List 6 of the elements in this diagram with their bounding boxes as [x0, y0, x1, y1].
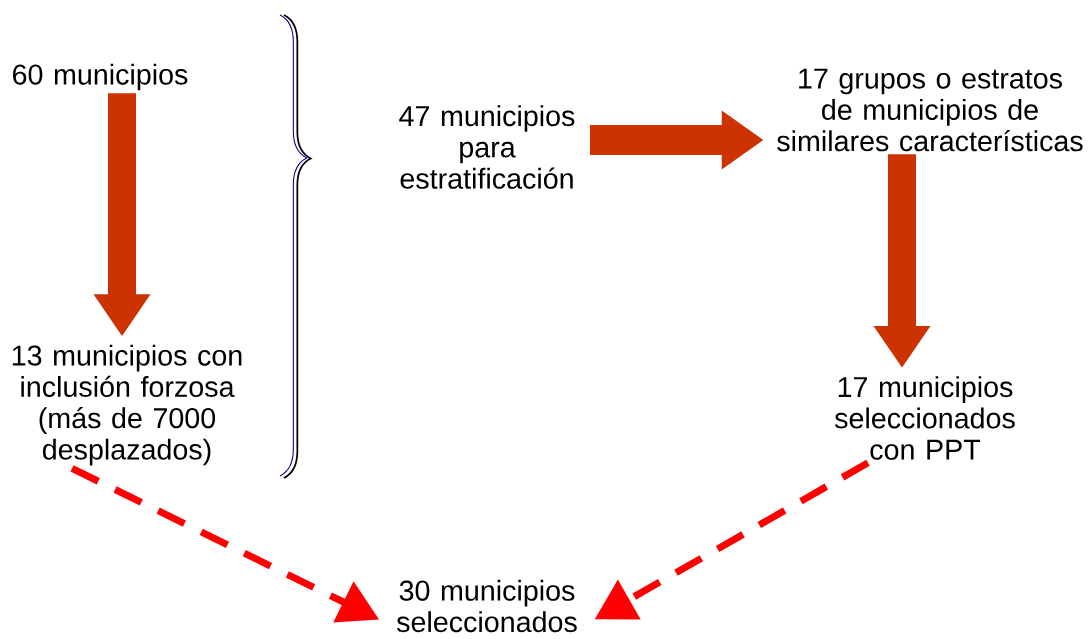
- node-text: 13 municipios con inclusión forzosa (más de 7000 desplazados): [12, 344, 242, 466]
- node-text: 17 grupos o estratos de municipios de similares características: [777, 68, 1083, 152]
- node-text: 17 municipios seleccionados con PPT: [834, 376, 1015, 460]
- node-text: 47 municipios para estratificación: [399, 105, 575, 189]
- node-text: 30 municipios seleccionados: [396, 579, 577, 633]
- node-text: 60 municipios: [13, 63, 188, 91]
